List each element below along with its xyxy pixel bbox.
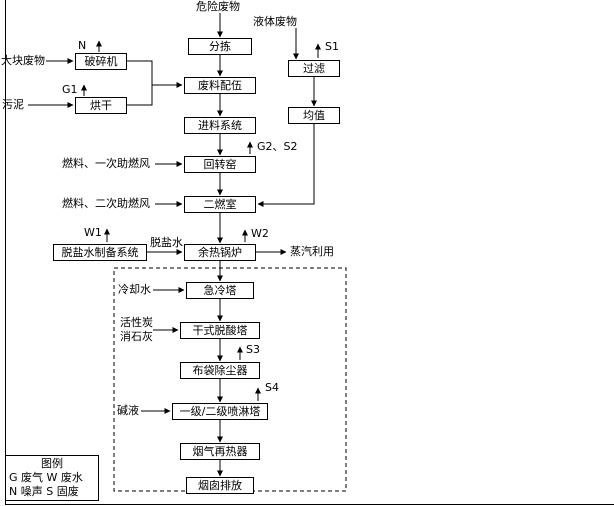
emission-label-s4: S4 [265, 381, 279, 394]
node-homogenizer: 均值 [288, 107, 340, 124]
legend-row-noise-solid: N 噪声 S 固废 [9, 484, 79, 498]
node-stack-discharge: 烟囱排放 [186, 477, 254, 494]
label-alkali-liquor: 碱液 [117, 404, 139, 417]
node-gas-reheater: 烟气再热器 [180, 443, 260, 460]
node-filter: 过滤 [288, 60, 340, 77]
legend-title: 图例 [41, 457, 63, 470]
emission-label-s1: S1 [325, 40, 339, 53]
node-secondary-chamber: 二燃室 [184, 196, 256, 213]
emission-label-n: N [78, 39, 87, 52]
node-dry-deacid-tower: 干式脱酸塔 [180, 322, 260, 339]
emission-label-s3: S3 [246, 343, 260, 356]
node-rotary-kiln: 回转窑 [184, 156, 256, 173]
legend: 图例 G 废气 W 废水 N 噪声 S 固废 [5, 455, 99, 501]
label-sludge: 污泥 [2, 98, 24, 111]
label-steam-use: 蒸汽利用 [290, 245, 334, 258]
node-waste-blending: 废料配伍 [184, 77, 256, 94]
node-waste-heat-boiler: 余热锅炉 [184, 244, 256, 261]
node-demin-water-system: 脱盐水制备系统 [53, 244, 147, 261]
node-dryer: 烘干 [75, 97, 127, 114]
label-hazardous-waste: 危险废物 [196, 0, 240, 13]
label-demin-water: 脱盐水 [150, 236, 183, 249]
node-sorting: 分拣 [188, 38, 252, 55]
label-slaked-lime: 消石灰 [120, 330, 153, 343]
emission-label-w2: W2 [251, 227, 269, 240]
node-quench-tower: 急冷塔 [186, 282, 254, 299]
node-feeding-system: 进料系统 [184, 117, 256, 134]
legend-row-gas-water: G 废气 W 废水 [9, 470, 83, 484]
label-cooling-water: 冷却水 [118, 283, 151, 296]
node-bag-filter: 布袋除尘器 [180, 362, 260, 379]
label-activated-carbon: 活性炭 [120, 316, 153, 329]
page-border-left [5, 0, 6, 505]
label-liquid-waste: 液体废物 [253, 15, 297, 28]
node-crusher: 破碎机 [75, 53, 127, 70]
emission-label-g2-s2: G2、S2 [257, 140, 298, 153]
node-spray-tower: 一级/二级喷淋塔 [172, 403, 268, 420]
label-fuel-primary-air: 燃料、一次助燃风 [62, 157, 150, 170]
emission-label-w1: W1 [84, 226, 102, 239]
label-bulky-waste: 大块废物 [1, 54, 45, 67]
emission-label-g1: G1 [62, 83, 78, 96]
page-border-bottom [5, 504, 614, 505]
label-fuel-secondary-air: 燃料、二次助燃风 [62, 197, 150, 210]
